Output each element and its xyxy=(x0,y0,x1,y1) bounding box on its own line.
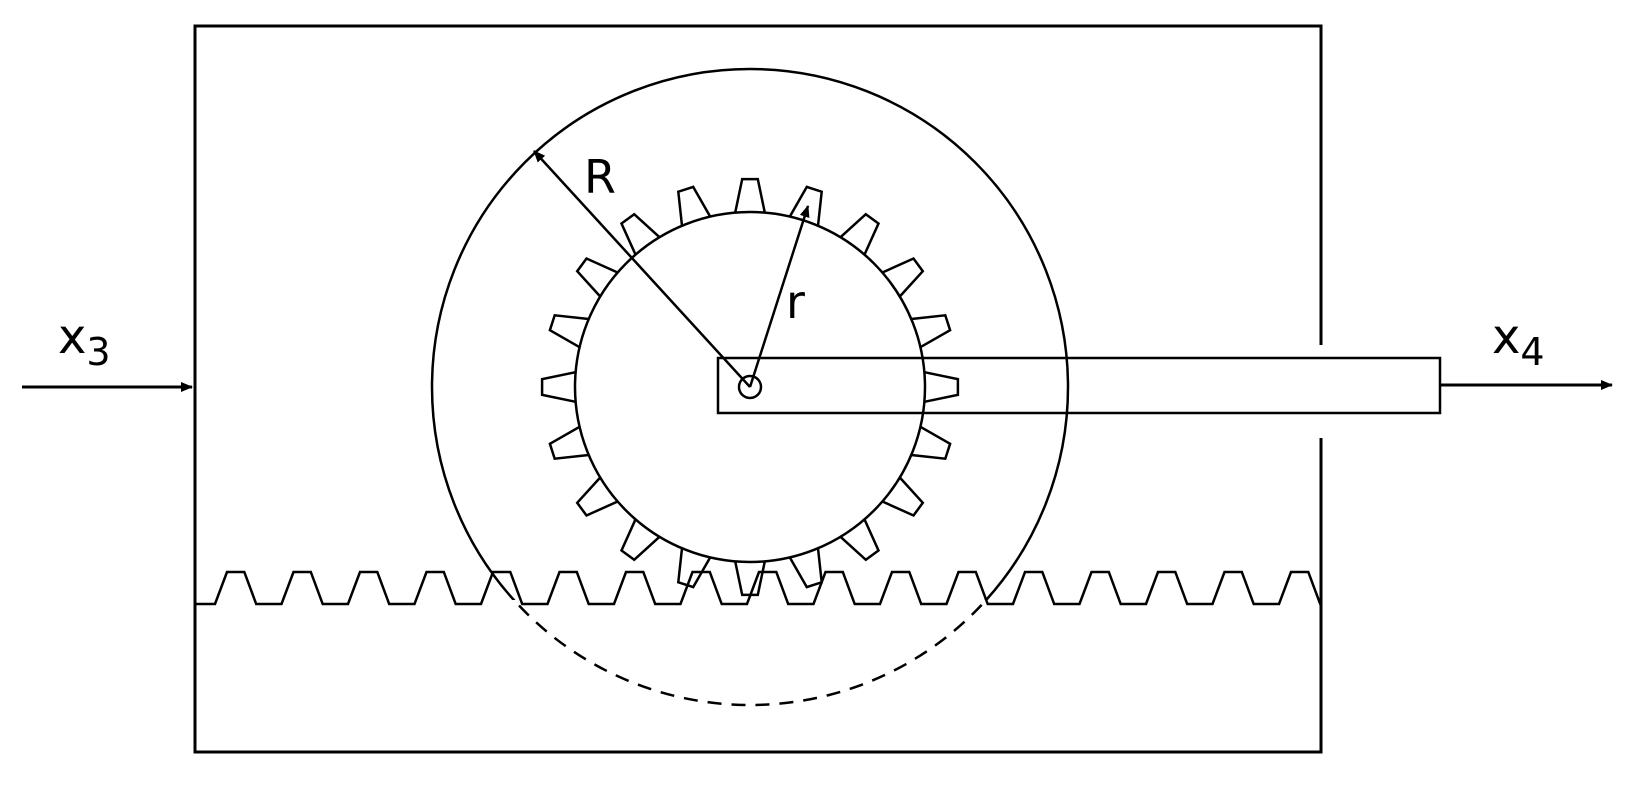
center-pivot xyxy=(737,374,763,400)
housing-frame xyxy=(193,24,1323,754)
outer-circle-R xyxy=(430,67,1070,600)
label-x3: x3 xyxy=(58,309,111,374)
label-x3-base: x xyxy=(58,309,86,365)
label-R: R xyxy=(584,150,616,204)
rack xyxy=(195,570,1322,606)
label-x4: x4 xyxy=(1492,309,1545,374)
pinion-pitch-circle xyxy=(573,210,927,564)
radius-R-arrow xyxy=(533,150,751,388)
label-x3-sub: 3 xyxy=(86,330,110,374)
output-arm xyxy=(716,356,1442,415)
radius-r-arrow xyxy=(748,205,810,388)
label-x4-base: x xyxy=(1492,309,1520,365)
label-r: r xyxy=(786,275,805,329)
label-x4-sub: 4 xyxy=(1520,330,1544,374)
